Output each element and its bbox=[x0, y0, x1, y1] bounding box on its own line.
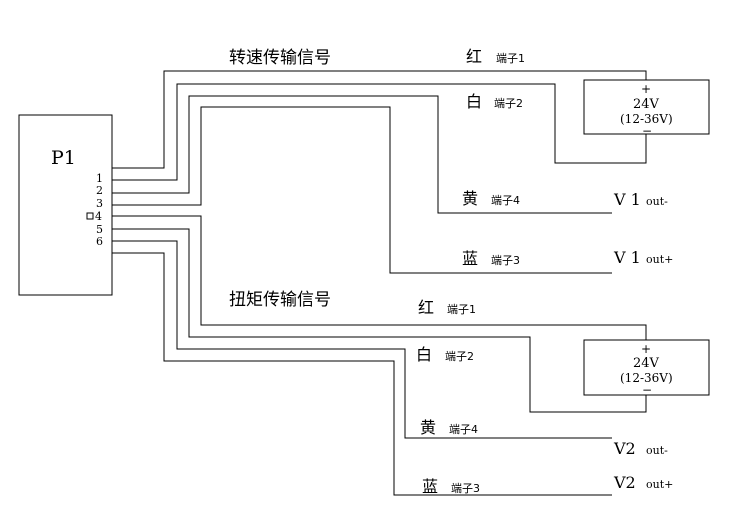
torque-yellow-color-label: 黄 bbox=[420, 418, 436, 437]
speed-yellow-terminal-label: 端子4 bbox=[491, 194, 520, 207]
pin-1-label: 1 bbox=[96, 172, 103, 185]
torque-white-color-label: 白 bbox=[416, 345, 432, 364]
torque-red-color-label: 红 bbox=[418, 298, 434, 317]
connector-label: P1 bbox=[51, 147, 76, 169]
v2-plus-suffix: out+ bbox=[646, 478, 673, 491]
wire-torque-yellow bbox=[112, 240, 612, 439]
power-supply-box-2 bbox=[583, 339, 710, 396]
v1-minus-name: V 1 bbox=[613, 190, 641, 209]
wire-speed-white bbox=[112, 83, 647, 181]
psu1-voltage-label: 24V bbox=[633, 97, 660, 112]
psu1-plus-label: + bbox=[641, 82, 651, 96]
torque-signal-title: 扭矩传输信号 bbox=[229, 290, 331, 310]
wire-torque-blue bbox=[112, 252, 612, 496]
speed-red-color-label: 红 bbox=[466, 47, 482, 66]
wire-speed-red bbox=[112, 70, 647, 169]
pin-6-label: 6 bbox=[96, 235, 103, 248]
psu2-voltage-label: 24V bbox=[633, 356, 660, 371]
wire-torque-white bbox=[112, 228, 647, 413]
speed-white-terminal-label: 端子2 bbox=[494, 97, 523, 110]
v2-plus-name: V2 bbox=[613, 473, 636, 492]
pin-3-label: 3 bbox=[96, 197, 103, 210]
wire-torque-red bbox=[112, 215, 647, 340]
pin-5-label: 5 bbox=[96, 223, 103, 236]
wire-speed-blue bbox=[112, 106, 612, 274]
psu2-plus-label: + bbox=[641, 342, 651, 356]
speed-blue-terminal-label: 端子3 bbox=[491, 254, 520, 267]
psu1-range-label: (12-36V) bbox=[620, 112, 673, 126]
torque-blue-color-label: 蓝 bbox=[422, 477, 438, 496]
pin-4-marker bbox=[86, 212, 94, 220]
wire-speed-yellow bbox=[112, 95, 612, 214]
speed-blue-color-label: 蓝 bbox=[462, 249, 478, 268]
v2-minus-name: V2 bbox=[613, 439, 636, 458]
v1-plus-name: V 1 bbox=[613, 248, 641, 267]
speed-red-terminal-label: 端子1 bbox=[496, 52, 525, 65]
psu2-minus-label: − bbox=[642, 383, 652, 397]
v1-plus-suffix: out+ bbox=[646, 253, 673, 266]
pin-2-label: 2 bbox=[96, 184, 103, 197]
psu2-range-label: (12-36V) bbox=[620, 371, 673, 385]
v2-minus-suffix: out- bbox=[646, 444, 668, 457]
power-supply-box-1 bbox=[583, 79, 710, 135]
torque-white-terminal-label: 端子2 bbox=[445, 350, 474, 363]
speed-yellow-color-label: 黄 bbox=[462, 189, 478, 208]
torque-red-terminal-label: 端子1 bbox=[447, 303, 476, 316]
psu1-minus-label: − bbox=[642, 124, 652, 138]
speed-white-color-label: 白 bbox=[466, 92, 482, 111]
speed-signal-title: 转速传输信号 bbox=[229, 48, 331, 68]
torque-blue-terminal-label: 端子3 bbox=[451, 482, 480, 495]
pin-4-label: 4 bbox=[95, 210, 102, 223]
torque-yellow-terminal-label: 端子4 bbox=[449, 423, 478, 436]
v1-minus-suffix: out- bbox=[646, 195, 668, 208]
